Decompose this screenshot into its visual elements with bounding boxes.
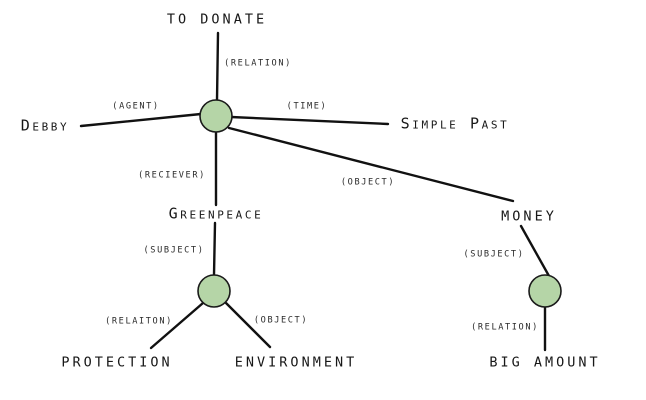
concept-node-simple-past: Simple Past (400, 114, 510, 133)
edge-label-relaiton-protection: (RELAITON) (105, 316, 173, 327)
concept-node-protection: PROTECTION (61, 354, 173, 371)
edge-line-agent-debby (79, 112, 203, 128)
concept-node-greenpeace: Greenpeace (168, 204, 264, 223)
relation-nodes (197, 99, 562, 308)
edge-label-relation-big-amount: (RELATION) (471, 322, 539, 333)
concept-node-big-amount: BIG AMOUNT (489, 354, 601, 371)
edge-line-object-environment (224, 301, 272, 349)
edge-label-subject-money: (SUBJECT) (463, 249, 525, 260)
edge-line-subject-greenpeace (212, 221, 217, 277)
edge-label-reciever-greenpeace: (RECIEVER) (138, 170, 206, 181)
concept-node-to-donate: TO DONATE (166, 11, 268, 28)
edge-label-relation-to-donate: (RELATION) (224, 58, 292, 69)
edge-line-subject-money (519, 224, 551, 278)
edge-label-time-simple-past: (TIME) (286, 101, 328, 112)
edge-line-relaiton-protection (149, 301, 205, 350)
edge-line-object-money (227, 126, 515, 203)
edge-line-time-simple-past (229, 115, 390, 126)
concept-node-debby: Debby (20, 116, 70, 135)
relation-node-main[interactable] (199, 99, 233, 133)
edge-label-subject-greenpeace: (SUBJECT) (143, 245, 205, 256)
relation-node-money[interactable] (528, 274, 562, 308)
concept-node-environment: ENVIRONMENT (234, 354, 358, 371)
edge-label-object-money: (OBJECT) (340, 177, 396, 188)
concept-node-money: MONEY (501, 208, 557, 225)
edge-label-agent-debby: (AGENT) (112, 101, 160, 112)
edge-line-relation-to-donate (215, 31, 220, 102)
edge-label-object-environment: (OBJECT) (253, 315, 309, 326)
edge-lines (79, 31, 551, 352)
relation-node-greenpeace[interactable] (197, 274, 231, 308)
